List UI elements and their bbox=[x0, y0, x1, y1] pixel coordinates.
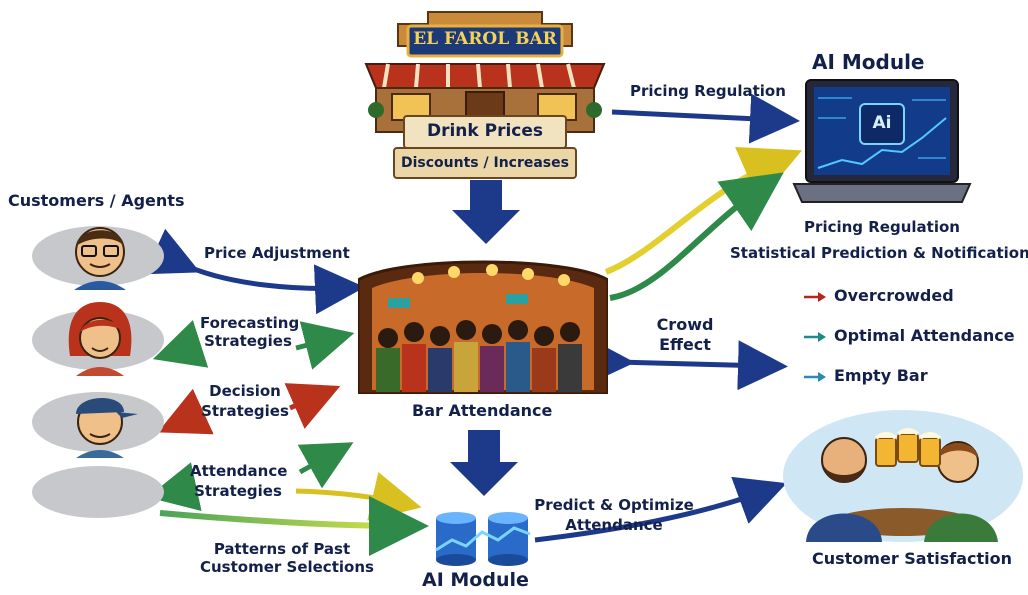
forecasting-label-2: Strategies bbox=[204, 332, 292, 350]
attendance-label-1: Attendance bbox=[190, 462, 288, 480]
down-arrow-to-ai bbox=[450, 430, 518, 496]
attendance-arrow-up bbox=[297, 442, 354, 489]
attendance-arrow-yellow bbox=[295, 471, 422, 521]
decision-arrow-right bbox=[284, 383, 341, 429]
decision-arrow-left bbox=[157, 388, 214, 435]
legend-item-empty: Empty Bar bbox=[804, 366, 1024, 388]
attendance-legend: Overcrowded Optimal Attendance Empty Bar bbox=[804, 286, 1024, 396]
laptop-icon: Ai bbox=[792, 78, 972, 206]
decision-label-1: Decision bbox=[209, 382, 281, 400]
predict-label-1: Predict & Optimize bbox=[534, 496, 694, 514]
discounts-label: Discounts / Increases bbox=[401, 155, 569, 171]
crowd-label-1: Crowd bbox=[656, 315, 714, 334]
el-farol-bar-illustration: EL FAROL BAR Drink Prices Discounts / In… bbox=[358, 6, 612, 182]
bar-attendance-label: Bar Attendance bbox=[412, 401, 553, 420]
customer-satisfaction-illustration bbox=[780, 404, 1026, 544]
drink-prices-label: Drink Prices bbox=[426, 121, 544, 141]
down-arrow-to-bar bbox=[452, 180, 520, 244]
predict-label-2: Attendance bbox=[565, 516, 663, 534]
bar-interior-illustration bbox=[356, 254, 610, 396]
database-icon bbox=[432, 510, 534, 566]
customer-satisfaction-label: Customer Satisfaction bbox=[812, 549, 1013, 568]
legend-item-optimal: Optimal Attendance bbox=[804, 326, 1024, 348]
attendance-arrow-left bbox=[147, 462, 202, 512]
ai-module-bottom-label: AI Module bbox=[422, 569, 529, 591]
customers-title: Customers / Agents bbox=[8, 191, 185, 210]
price-adjustment-label: Price Adjustment bbox=[204, 244, 350, 262]
crowd-label-2: Effect bbox=[659, 335, 711, 354]
customer-avatar-2 bbox=[30, 296, 166, 376]
legend-label-optimal: Optimal Attendance bbox=[834, 326, 1015, 345]
customer-avatar-placeholder bbox=[30, 462, 166, 522]
bar-name-sign: EL FAROL BAR bbox=[413, 29, 557, 49]
patterns-label-2: Customer Selections bbox=[200, 558, 374, 576]
forecasting-label-1: Forecasting bbox=[200, 314, 300, 332]
customer-avatar-1 bbox=[30, 212, 166, 290]
arrow-right-icon bbox=[804, 372, 826, 382]
legend-item-overcrowded: Overcrowded bbox=[804, 286, 1024, 308]
price-adjustment-arrow bbox=[144, 228, 365, 315]
ai-module-title: AI Module bbox=[812, 50, 925, 74]
customer-avatar-3 bbox=[30, 378, 166, 458]
forecasting-arrow-left bbox=[152, 320, 209, 368]
forecasting-arrow-right bbox=[295, 321, 355, 370]
patterns-arrow bbox=[159, 495, 429, 556]
bar-to-ai-green-curve bbox=[609, 172, 784, 301]
pricing-regulation-arrow bbox=[611, 93, 800, 144]
legend-label-overcrowded: Overcrowded bbox=[834, 286, 954, 305]
ai-screen-text: Ai bbox=[872, 113, 892, 133]
attendance-label-2: Strategies bbox=[194, 482, 282, 500]
predict-arrow bbox=[534, 476, 787, 543]
ai-caption-2: Statistical Prediction & Notifications bbox=[730, 244, 1028, 262]
patterns-label-1: Patterns of Past bbox=[213, 540, 351, 558]
decision-label-2: Strategies bbox=[201, 402, 289, 420]
legend-label-empty: Empty Bar bbox=[834, 366, 928, 385]
pricing-regulation-label: Pricing Regulation bbox=[630, 82, 786, 100]
ai-caption-1: Pricing Regulation bbox=[804, 218, 960, 236]
arrow-right-icon bbox=[804, 292, 826, 302]
arrow-right-icon bbox=[804, 332, 826, 342]
crowd-effect-arrow bbox=[584, 336, 788, 391]
